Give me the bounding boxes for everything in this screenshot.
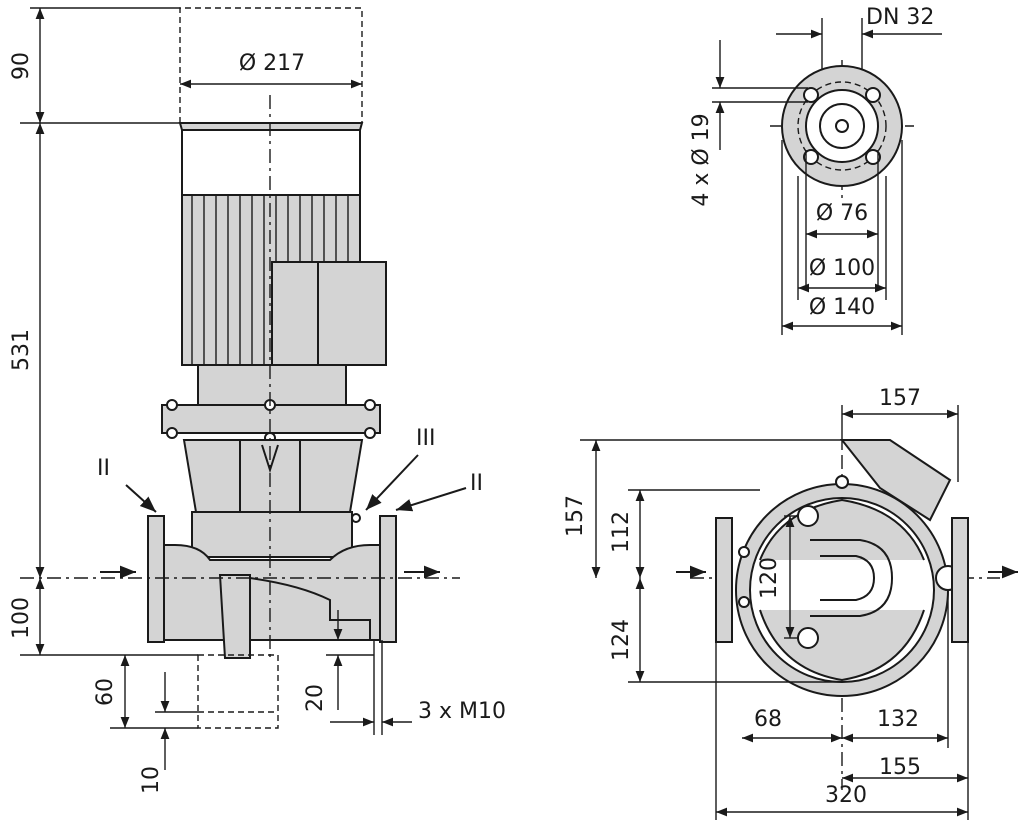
label-foot-height: 60 — [93, 678, 118, 706]
port-lower — [797, 627, 819, 649]
pump-housing-top — [191, 511, 353, 558]
label-left-offset: 68 — [754, 707, 782, 732]
flange-bore — [819, 103, 865, 149]
label-bolt-circle: Ø 100 — [809, 256, 875, 281]
label-right-offset: 132 — [877, 707, 919, 732]
vent-marker-left: II — [97, 456, 110, 481]
vent-marker-right: II — [470, 471, 483, 496]
motor-cap — [178, 122, 364, 131]
label-foot-plate: 10 — [139, 766, 164, 794]
motor-removal-space — [179, 7, 363, 123]
label-lower-height: 124 — [609, 619, 634, 661]
port-upper — [797, 505, 819, 527]
label-motor-height: 90 — [9, 52, 34, 80]
motor-neck — [197, 364, 347, 406]
label-right-length: 155 — [879, 755, 921, 780]
label-flange-holes: 4 x Ø 19 — [689, 113, 714, 206]
flange-view: DN 32 4 x Ø 19 Ø 76 Ø 100 Ø 140 — [689, 5, 942, 335]
label-pump-height: 531 — [9, 329, 34, 371]
base-outline — [197, 654, 279, 729]
terminal-box — [271, 261, 387, 366]
label-top-width: 157 — [879, 386, 921, 411]
label-total-length: 320 — [825, 783, 867, 808]
label-flange-offset: 20 — [303, 684, 328, 712]
label-axis-height: 100 — [9, 597, 34, 639]
label-nominal-diameter: DN 32 — [866, 5, 934, 30]
label-motor-diameter: Ø 217 — [239, 51, 305, 76]
motor-terminal-top — [839, 439, 952, 522]
top-outlet-flange — [951, 517, 969, 643]
label-flange-diameter: Ø 140 — [809, 295, 875, 320]
label-upper-height: 112 — [609, 511, 634, 553]
outlet-flange — [379, 515, 397, 643]
top-view: 157 157 112 124 120 68 132 155 320 — [563, 386, 1018, 820]
label-bolts: 3 x M10 — [418, 699, 506, 724]
label-port-spacing: 120 — [757, 557, 782, 599]
inlet-flange — [147, 515, 165, 643]
top-inlet-flange — [715, 517, 733, 643]
side-view: II III II 90 531 100 Ø 217 60 10 20 — [9, 7, 506, 794]
vent-marker-top: III — [416, 426, 435, 451]
label-top-height: 157 — [563, 495, 588, 537]
motor-upper — [181, 129, 361, 196]
label-bore-diameter: Ø 76 — [816, 201, 868, 226]
pump-foot — [218, 574, 251, 659]
